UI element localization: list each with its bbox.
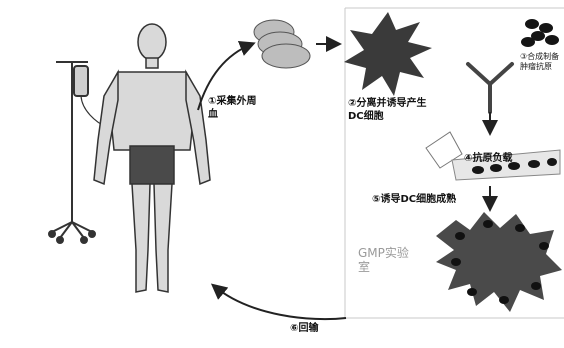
step-load-label: ④抗原负载 (464, 152, 534, 165)
dendritic-cell-icon (344, 12, 432, 96)
patient-figure-icon (94, 24, 210, 292)
antibody-icon (468, 64, 512, 112)
step-infuse-label: ⑥回输 (290, 322, 350, 335)
mature-dc-cluster-icon (436, 212, 562, 312)
step-collect-label: ①采集外周血 (208, 95, 260, 121)
lab-label: GMP实验室 (358, 246, 414, 274)
step-activate-label: ⑤诱导DC细胞成熟 (372, 193, 476, 206)
flow-arrows (198, 44, 490, 319)
arrow-infuse (214, 286, 346, 319)
antigen-label: ③合成制备肿瘤抗原 (520, 52, 560, 72)
blood-cells-icon (254, 20, 310, 68)
antigen-cluster-icon (521, 19, 559, 47)
step-separate-label: ②分离并诱导产生DC细胞 (348, 97, 440, 123)
